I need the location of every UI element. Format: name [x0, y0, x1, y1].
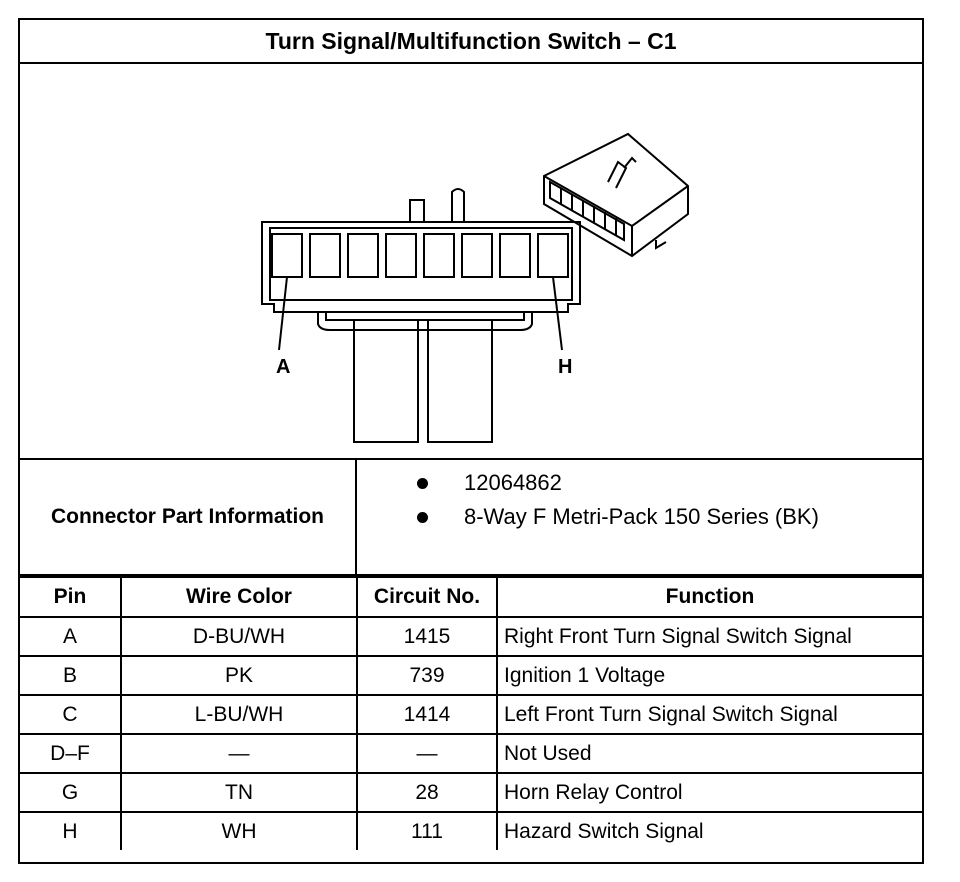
- bullet-icon: [417, 511, 428, 523]
- table-row: D–F — — Not Used: [20, 733, 922, 774]
- part-number: 12064862: [464, 470, 562, 495]
- pin-cell: G: [20, 772, 122, 813]
- connector-illustration: A H: [20, 64, 922, 458]
- wire-color-cell: —: [120, 733, 358, 774]
- connector-info-list: 12064862 8-Way F Metri-Pack 150 Series (…: [357, 460, 922, 574]
- connector-front-view: [261, 188, 581, 443]
- connector-part-info: Connector Part Information 12064862 8-Wa…: [20, 458, 922, 576]
- callout-pin-a: A: [276, 356, 290, 378]
- connector-sheet: Turn Signal/Multifunction Switch – C1: [18, 18, 924, 864]
- function-cell: Not Used: [496, 733, 922, 774]
- bullet-icon: [417, 477, 428, 489]
- circuit-cell: 739: [356, 655, 498, 696]
- table-row: H WH 111 Hazard Switch Signal: [20, 811, 922, 850]
- header-pin: Pin: [20, 576, 122, 618]
- function-cell: Horn Relay Control: [496, 772, 922, 813]
- circuit-cell: 28: [356, 772, 498, 813]
- wire-color-cell: PK: [120, 655, 358, 696]
- connector-info-label: Connector Part Information: [20, 460, 357, 574]
- pin-cell: H: [20, 811, 122, 850]
- header-wire-color: Wire Color: [120, 576, 358, 618]
- wire-color-cell: TN: [120, 772, 358, 813]
- pin-cell: C: [20, 694, 122, 735]
- function-cell: Ignition 1 Voltage: [496, 655, 922, 696]
- callout-pin-h: H: [558, 356, 572, 378]
- circuit-cell: 1415: [356, 616, 498, 657]
- header-circuit-no: Circuit No.: [356, 576, 498, 618]
- pin-cell: D–F: [20, 733, 122, 774]
- wire-color-cell: WH: [120, 811, 358, 850]
- table-row: G TN 28 Horn Relay Control: [20, 772, 922, 813]
- header-function: Function: [496, 576, 922, 618]
- table-row: A D-BU/WH 1415 Right Front Turn Signal S…: [20, 616, 922, 657]
- pin-cell: A: [20, 616, 122, 657]
- circuit-cell: 1414: [356, 694, 498, 735]
- table-row: C L-BU/WH 1414 Left Front Turn Signal Sw…: [20, 694, 922, 735]
- connector-isometric-view: [543, 132, 689, 258]
- pinout-table: Pin Wire Color Circuit No. Function A D-…: [20, 576, 922, 850]
- circuit-cell: —: [356, 733, 498, 774]
- circuit-cell: 111: [356, 811, 498, 850]
- connector-description: 8-Way F Metri-Pack 150 Series (BK): [464, 504, 819, 529]
- connector-drawing: A H: [261, 132, 689, 443]
- wire-color-cell: D-BU/WH: [120, 616, 358, 657]
- function-cell: Right Front Turn Signal Switch Signal: [496, 616, 922, 657]
- wire-color-cell: L-BU/WH: [120, 694, 358, 735]
- pin-cell: B: [20, 655, 122, 696]
- sheet-title: Turn Signal/Multifunction Switch – C1: [20, 20, 922, 64]
- function-cell: Hazard Switch Signal: [496, 811, 922, 850]
- function-cell: Left Front Turn Signal Switch Signal: [496, 694, 922, 735]
- table-row: B PK 739 Ignition 1 Voltage: [20, 655, 922, 696]
- table-header-row: Pin Wire Color Circuit No. Function: [20, 576, 922, 618]
